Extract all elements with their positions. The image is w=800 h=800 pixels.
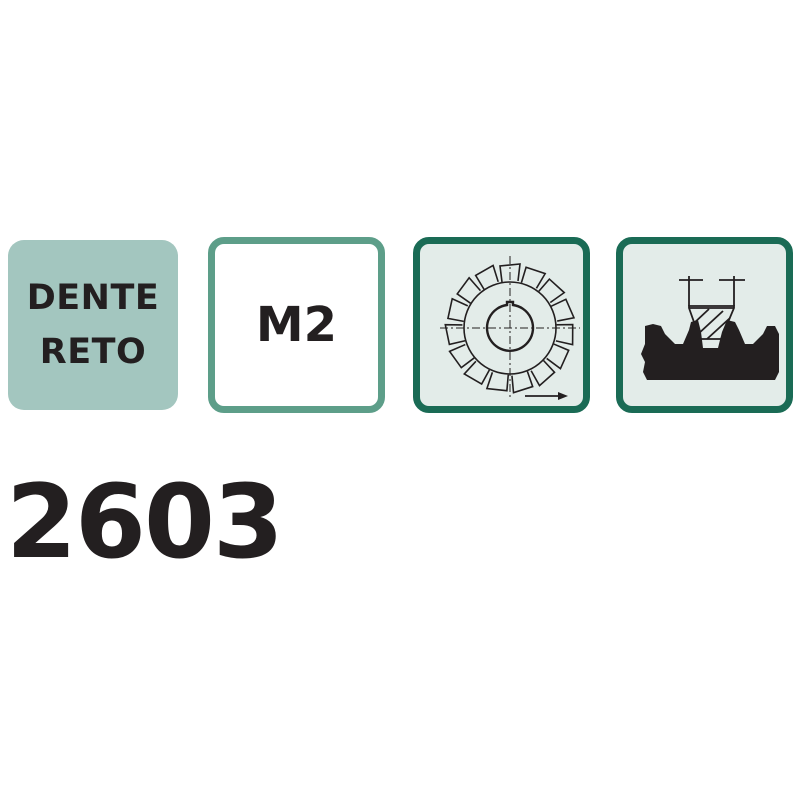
milling-badge: [616, 237, 793, 413]
cutter-badge: [413, 237, 590, 413]
material-label: M2: [255, 297, 338, 353]
material-badge: M2: [208, 237, 385, 413]
tooth-type-badge: DENTE RETO: [8, 240, 178, 410]
product-code: 2603: [6, 463, 284, 582]
tooth-type-line-2: RETO: [39, 332, 147, 372]
gear-milling-icon: [641, 276, 779, 380]
gear-cutter-rotation-icon: [440, 256, 580, 400]
tooth-type-line-1: DENTE: [26, 278, 160, 318]
